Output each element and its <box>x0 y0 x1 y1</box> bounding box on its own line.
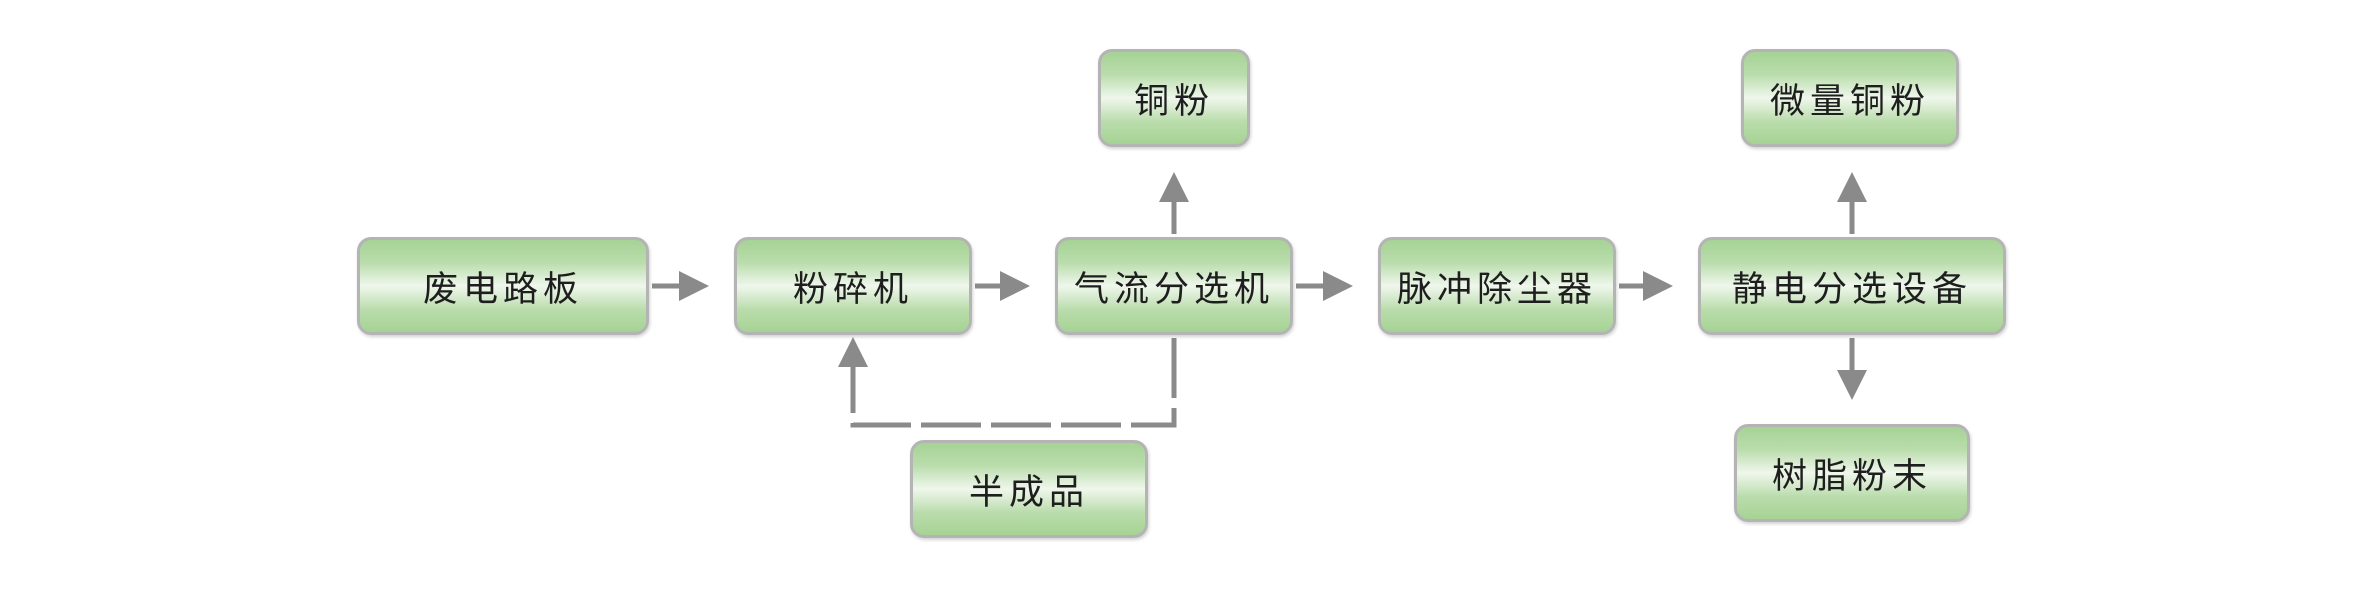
node-waste-pcb: 废电路板 <box>357 237 649 335</box>
node-label: 气流分选机 <box>1073 269 1274 310</box>
node-copper-powder: 铜粉 <box>1098 49 1250 147</box>
dashed-return-loop <box>850 338 1177 428</box>
node-label: 静电分选设备 <box>1731 269 1972 310</box>
node-label: 微量铜粉 <box>1769 81 1930 122</box>
node-electrostatic-separator: 静电分选设备 <box>1698 237 2006 335</box>
node-label: 废电路板 <box>422 269 583 310</box>
node-label: 粉碎机 <box>792 269 913 310</box>
node-resin-powder: 树脂粉末 <box>1734 424 1970 522</box>
node-semi-finished: 半成品 <box>910 440 1148 538</box>
arrowhead-into-crusher <box>838 337 868 367</box>
node-label: 铜粉 <box>1133 81 1214 122</box>
node-pulse-dust-collector: 脉冲除尘器 <box>1378 237 1616 335</box>
node-crusher: 粉碎机 <box>734 237 972 335</box>
node-label: 半成品 <box>968 472 1089 513</box>
node-airflow-separator: 气流分选机 <box>1055 237 1293 335</box>
node-trace-copper-powder: 微量铜粉 <box>1741 49 1959 147</box>
node-label: 脉冲除尘器 <box>1396 269 1597 310</box>
node-label: 树脂粉末 <box>1771 456 1932 497</box>
